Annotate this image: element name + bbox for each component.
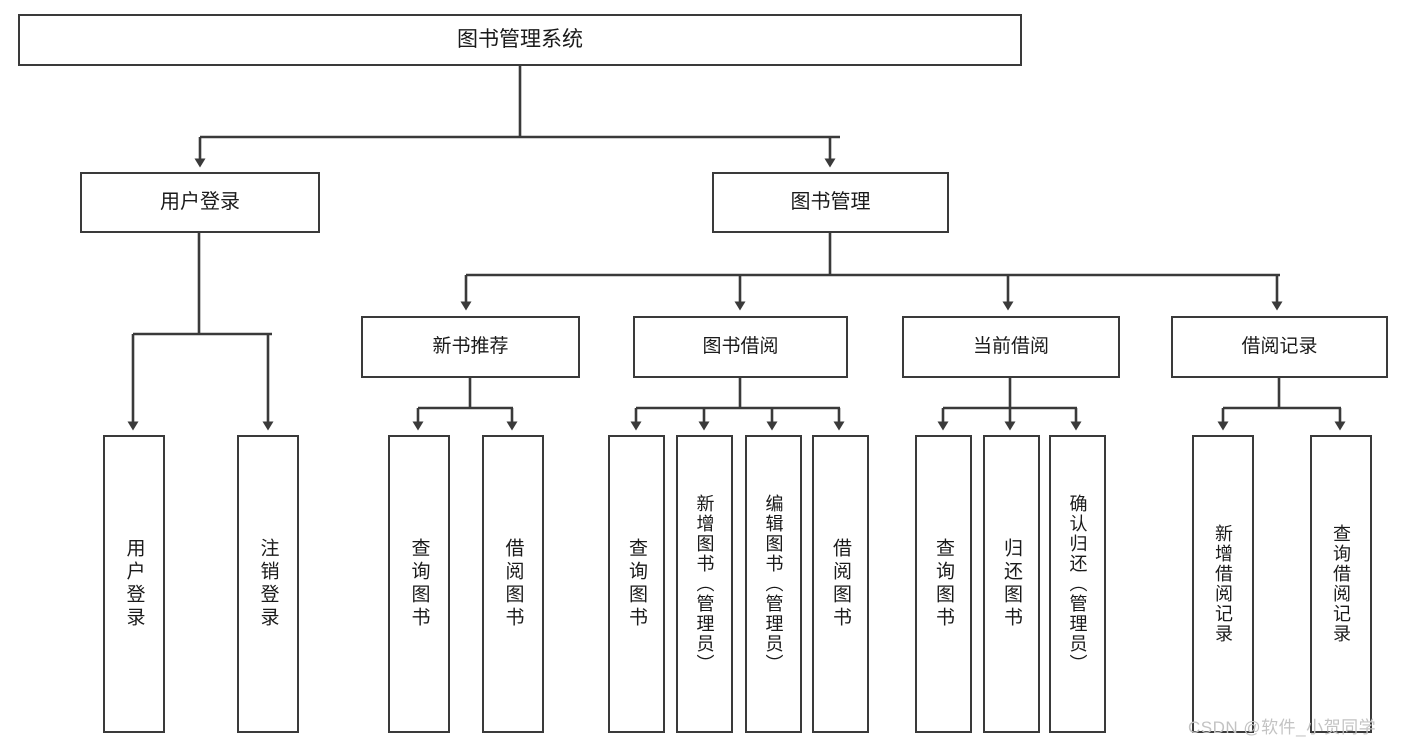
leaf-user-login-login[interactable]: 用户登录 xyxy=(103,435,165,733)
node-user-login-label: 用户登录 xyxy=(160,191,240,213)
node-book-borrow-label: 图书借阅 xyxy=(702,336,779,358)
leaf-current-confirm-return[interactable]: 确认归还（管理员） xyxy=(1049,435,1106,733)
leaf-borrow-add-book-label: 新增图书（管理员） xyxy=(694,494,715,674)
leaf-current-return-book-label: 归还图书 xyxy=(1001,538,1022,630)
leaf-borrow-borrow-book-label: 借阅图书 xyxy=(830,538,851,630)
node-root-label: 图书管理系统 xyxy=(457,27,583,51)
node-book-management[interactable]: 图书管理 xyxy=(712,172,949,233)
watermark: CSDN @软件_小贺同学 xyxy=(1188,718,1377,737)
leaf-borrow-edit-book-label: 编辑图书（管理员） xyxy=(763,494,784,674)
leaf-current-query-book[interactable]: 查询图书 xyxy=(915,435,972,733)
leaf-borrow-add-book[interactable]: 新增图书（管理员） xyxy=(676,435,733,733)
leaf-current-return-book[interactable]: 归还图书 xyxy=(983,435,1040,733)
leaf-new-book-query-label: 查询图书 xyxy=(408,538,430,630)
leaf-borrow-query-book-label: 查询图书 xyxy=(626,538,647,630)
node-root[interactable]: 图书管理系统 xyxy=(18,14,1022,66)
node-new-book-recommend-label: 新书推荐 xyxy=(432,336,509,358)
node-borrow-records[interactable]: 借阅记录 xyxy=(1171,316,1388,378)
leaf-borrow-borrow-book[interactable]: 借阅图书 xyxy=(812,435,869,733)
leaf-user-login-login-label: 用户登录 xyxy=(123,538,145,630)
node-new-book-recommend[interactable]: 新书推荐 xyxy=(361,316,580,378)
leaf-borrow-query-book[interactable]: 查询图书 xyxy=(608,435,665,733)
node-current-borrow[interactable]: 当前借阅 xyxy=(902,316,1120,378)
leaf-new-book-borrow[interactable]: 借阅图书 xyxy=(482,435,544,733)
node-user-login[interactable]: 用户登录 xyxy=(80,172,320,233)
leaf-new-book-query[interactable]: 查询图书 xyxy=(388,435,450,733)
leaf-records-add-record[interactable]: 新增借阅记录 xyxy=(1192,435,1254,733)
leaf-user-login-logout-label: 注销登录 xyxy=(257,538,279,630)
leaf-current-query-book-label: 查询图书 xyxy=(933,538,954,630)
node-book-management-label: 图书管理 xyxy=(790,191,871,213)
leaf-current-confirm-return-label: 确认归还（管理员） xyxy=(1067,494,1088,674)
leaf-new-book-borrow-label: 借阅图书 xyxy=(502,538,524,630)
leaf-records-query-record-label: 查询借阅记录 xyxy=(1331,524,1351,644)
leaf-borrow-edit-book[interactable]: 编辑图书（管理员） xyxy=(745,435,802,733)
leaf-records-add-record-label: 新增借阅记录 xyxy=(1213,524,1233,644)
leaf-user-login-logout[interactable]: 注销登录 xyxy=(237,435,299,733)
node-current-borrow-label: 当前借阅 xyxy=(972,336,1049,358)
leaf-records-query-record[interactable]: 查询借阅记录 xyxy=(1310,435,1372,733)
node-borrow-records-label: 借阅记录 xyxy=(1241,336,1318,358)
node-book-borrow[interactable]: 图书借阅 xyxy=(633,316,848,378)
